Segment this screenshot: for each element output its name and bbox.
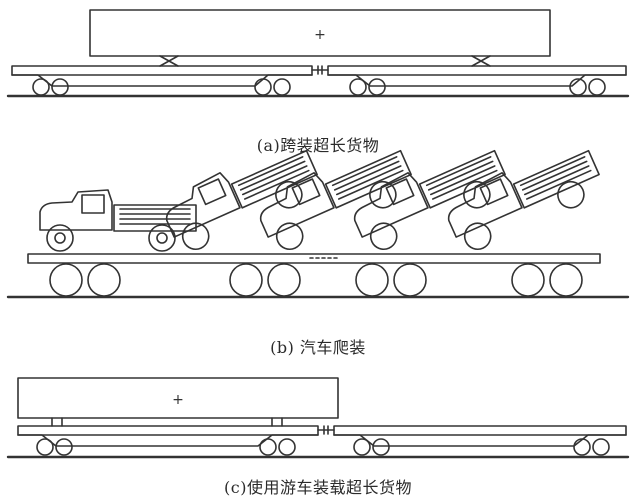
bolster-left-a (159, 55, 179, 67)
cargo-mark-c: + (172, 392, 184, 408)
truck-level (39, 189, 197, 252)
caption-a: (a)跨装超长货物 (256, 136, 380, 155)
truck-tilted-2 (259, 149, 412, 251)
support-left-c (51, 417, 63, 427)
bolster-right-a (471, 55, 491, 67)
cargo-mark-a: + (314, 27, 326, 43)
long-cargo-a (89, 9, 551, 57)
panel-c: + (6, 377, 630, 459)
truck-tilted-4 (447, 149, 600, 251)
flatcar-c-loaded (17, 425, 319, 456)
flatcar-a-right (327, 65, 627, 96)
truck-tilted-3 (353, 149, 506, 251)
coupler-a (311, 65, 329, 75)
caption-b: (b) 汽车爬装 (270, 338, 366, 357)
idler-car-c (333, 425, 627, 456)
caption-c: (c)使用游车装载超长货物 (224, 478, 412, 496)
flatcar-b (27, 253, 601, 297)
long-cargo-c (17, 377, 339, 419)
panel-b (6, 149, 630, 299)
support-right-c (271, 417, 283, 427)
panel-a: + (6, 9, 630, 98)
coupler-c (317, 425, 335, 435)
truck-tilted-1 (165, 149, 318, 251)
flatcar-a-left (11, 65, 313, 96)
